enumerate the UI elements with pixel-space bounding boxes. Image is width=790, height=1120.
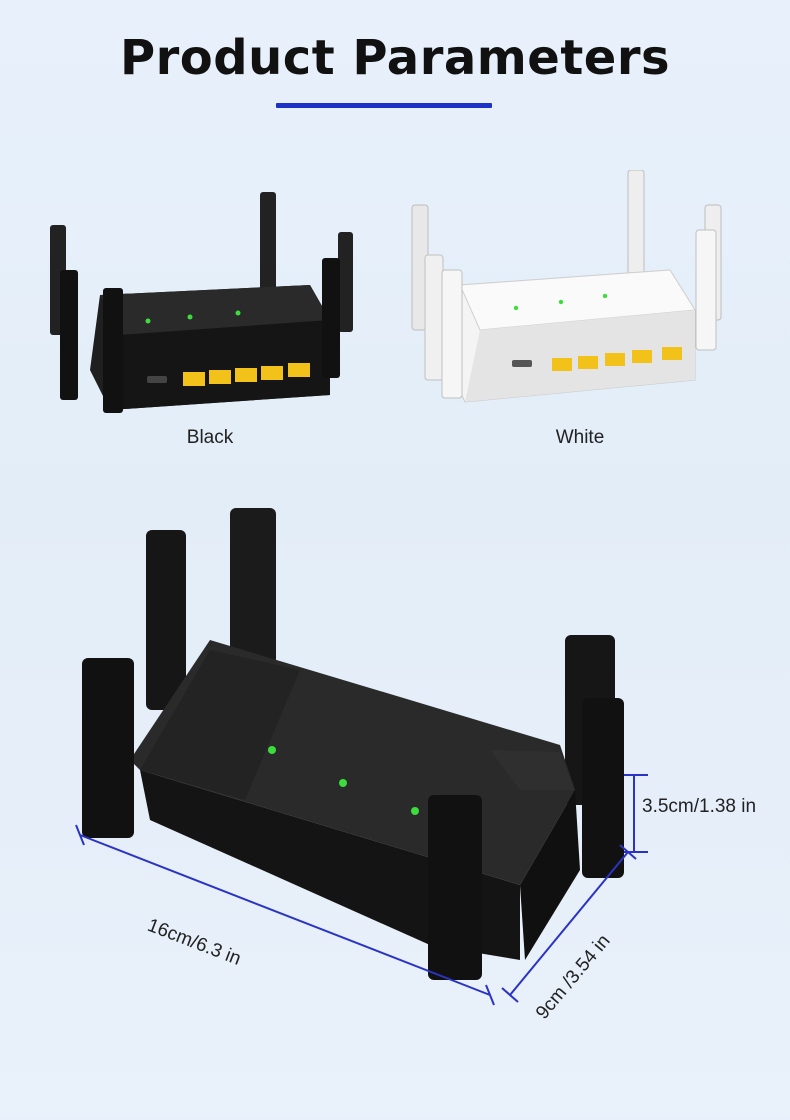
variant-black: Black: [30, 170, 390, 450]
variant-label-white: White: [555, 427, 605, 448]
black-router-image: [50, 192, 353, 413]
main-router-image: [75, 508, 648, 1006]
variant-white: White: [400, 170, 760, 450]
height-dimension: 3.5cm/1.38 in: [642, 796, 757, 817]
white-router-image: [411, 170, 722, 403]
variant-label-black: Black: [186, 427, 234, 448]
dimension-figure: 3.5cm/1.38 in 16cm/6.3 in 9cm /3.54 in: [0, 490, 790, 1115]
title-underline: [276, 103, 492, 108]
page-title: Product Parameters: [119, 30, 671, 86]
